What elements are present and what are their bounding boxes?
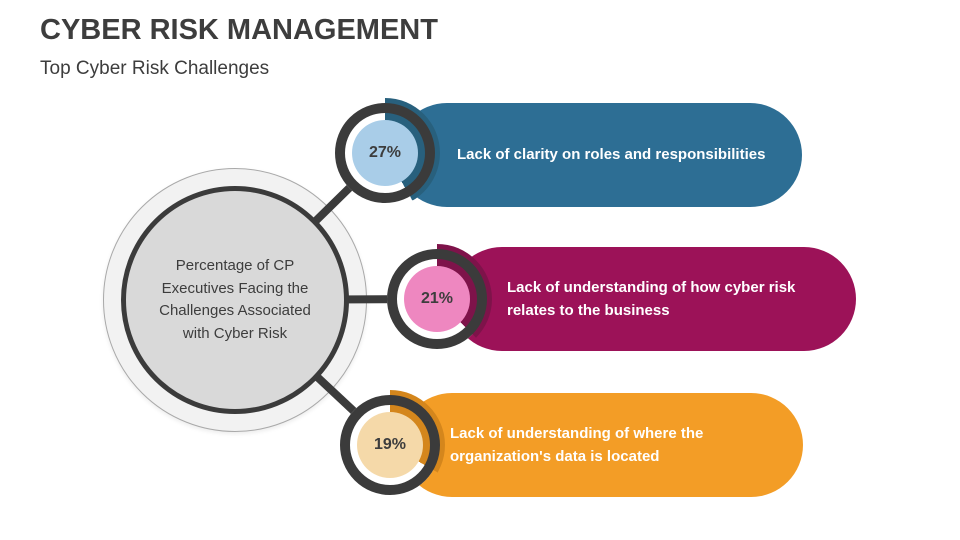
gauge-ring (335, 103, 435, 203)
gauge-percent-label: 21% (420, 290, 454, 307)
magnifier-gauge-icon: 21% (381, 243, 493, 355)
page-title: CYBER RISK MANAGEMENT (40, 14, 438, 46)
magnifier-gauge-icon: 27% (329, 97, 441, 209)
challenge-bar-label: Lack of understanding of where the organ… (450, 424, 704, 465)
challenge-bar: Lack of clarity on roles and responsibil… (395, 103, 802, 207)
challenge-bar-label: Lack of clarity on roles and responsibil… (457, 146, 766, 164)
gauge-inner-circle: 21% (404, 266, 470, 332)
page-subtitle: Top Cyber Risk Challenges (40, 58, 270, 79)
gauge-ring (387, 249, 487, 349)
gauge-percent-label: 19% (373, 436, 407, 453)
gauge-inner-circle: 19% (357, 412, 423, 478)
center-hub-label: Percentage of CP Executives Facing the C… (159, 257, 311, 342)
gauge-inner-circle: 27% (352, 120, 418, 186)
challenge-bar: Lack of understanding of where the organ… (400, 393, 803, 497)
magnifier-gauge-icon: 19% (334, 389, 446, 501)
gauge-ring (340, 395, 440, 495)
challenge-bar-label: Lack of understanding of how cyber risk … (507, 278, 796, 319)
challenge-bar: Lack of understanding of how cyber risk … (450, 247, 856, 351)
gauge-percent-label: 27% (368, 144, 402, 161)
center-hub-circle: Percentage of CP Executives Facing the C… (121, 186, 349, 414)
